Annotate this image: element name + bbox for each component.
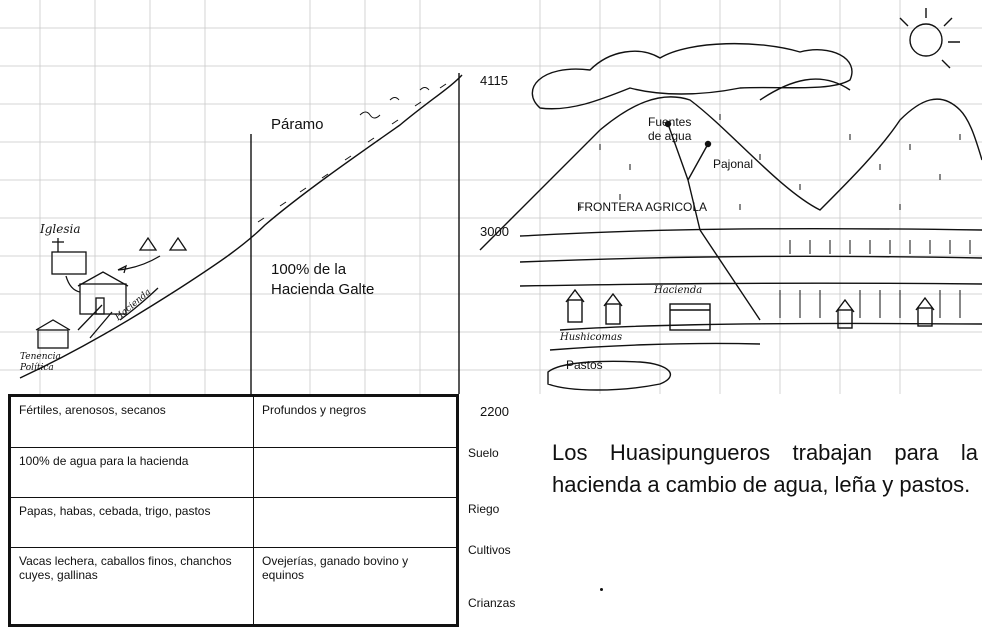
left-slope: [19, 73, 463, 394]
fuentes-agua-label: Fuentes de agua: [648, 115, 692, 143]
table-cell: 100% de agua para la hacienda: [9, 446, 254, 498]
table-row: Papas, habas, cebada, trigo, pastos: [9, 496, 458, 548]
pajonal-label: Pajonal: [713, 157, 754, 171]
table-cell: [253, 446, 458, 498]
table-row: Fértiles, arenosos, secanos Profundos y …: [9, 395, 458, 448]
pastos-label: Pastos: [566, 358, 603, 372]
table-cell: Fértiles, arenosos, secanos: [9, 395, 254, 448]
elevation-2200: 2200: [480, 404, 509, 419]
table-cell: Profundos y negros: [253, 395, 458, 448]
huasipungueros-caption: Los Huasipungueros trabajan para la haci…: [552, 440, 978, 497]
elevation-4115: 4115: [480, 73, 508, 88]
table-row: 100% de agua para la hacienda: [9, 446, 458, 498]
tenencia-hand-label: Tenencia Política: [20, 352, 61, 374]
iglesia-hand-label: Iglesia: [40, 222, 81, 236]
table-cell: Vacas lechera, caballos finos, chanchos …: [9, 546, 254, 627]
elevation-3000: 3000: [480, 224, 509, 239]
grass-marks: [579, 114, 971, 318]
frontera-agricola-label: FRONTERA AGRICOLA: [577, 200, 708, 214]
row-label-suelo: Suelo: [468, 446, 499, 460]
hacienda-zone-label: 100% de la Hacienda Galte: [271, 261, 375, 298]
land-characteristics-table: Fértiles, arenosos, secanos Profundos y …: [8, 394, 459, 627]
row-label-riego: Riego: [468, 502, 500, 516]
row-label-crianzas: Crianzas: [468, 596, 516, 610]
hacienda-hand-label: Hacienda: [654, 285, 703, 296]
grid-paper: [0, 0, 982, 394]
table-row: Vacas lechera, caballos finos, chanchos …: [9, 546, 458, 627]
village-sketch: [35, 236, 188, 349]
row-label-cultivos: Cultivos: [468, 543, 511, 557]
table-cell: Papas, habas, cebada, trigo, pastos: [9, 496, 254, 548]
table-cell: Ovejerías, ganado bovino y equinos: [253, 546, 458, 627]
mountain-landscape: [479, 8, 982, 391]
table-cell: [253, 496, 458, 548]
paramo-label: Páramo: [271, 116, 324, 133]
stray-dot: [600, 588, 603, 591]
huasicamas-hand-label: Hushicomas: [560, 332, 623, 343]
